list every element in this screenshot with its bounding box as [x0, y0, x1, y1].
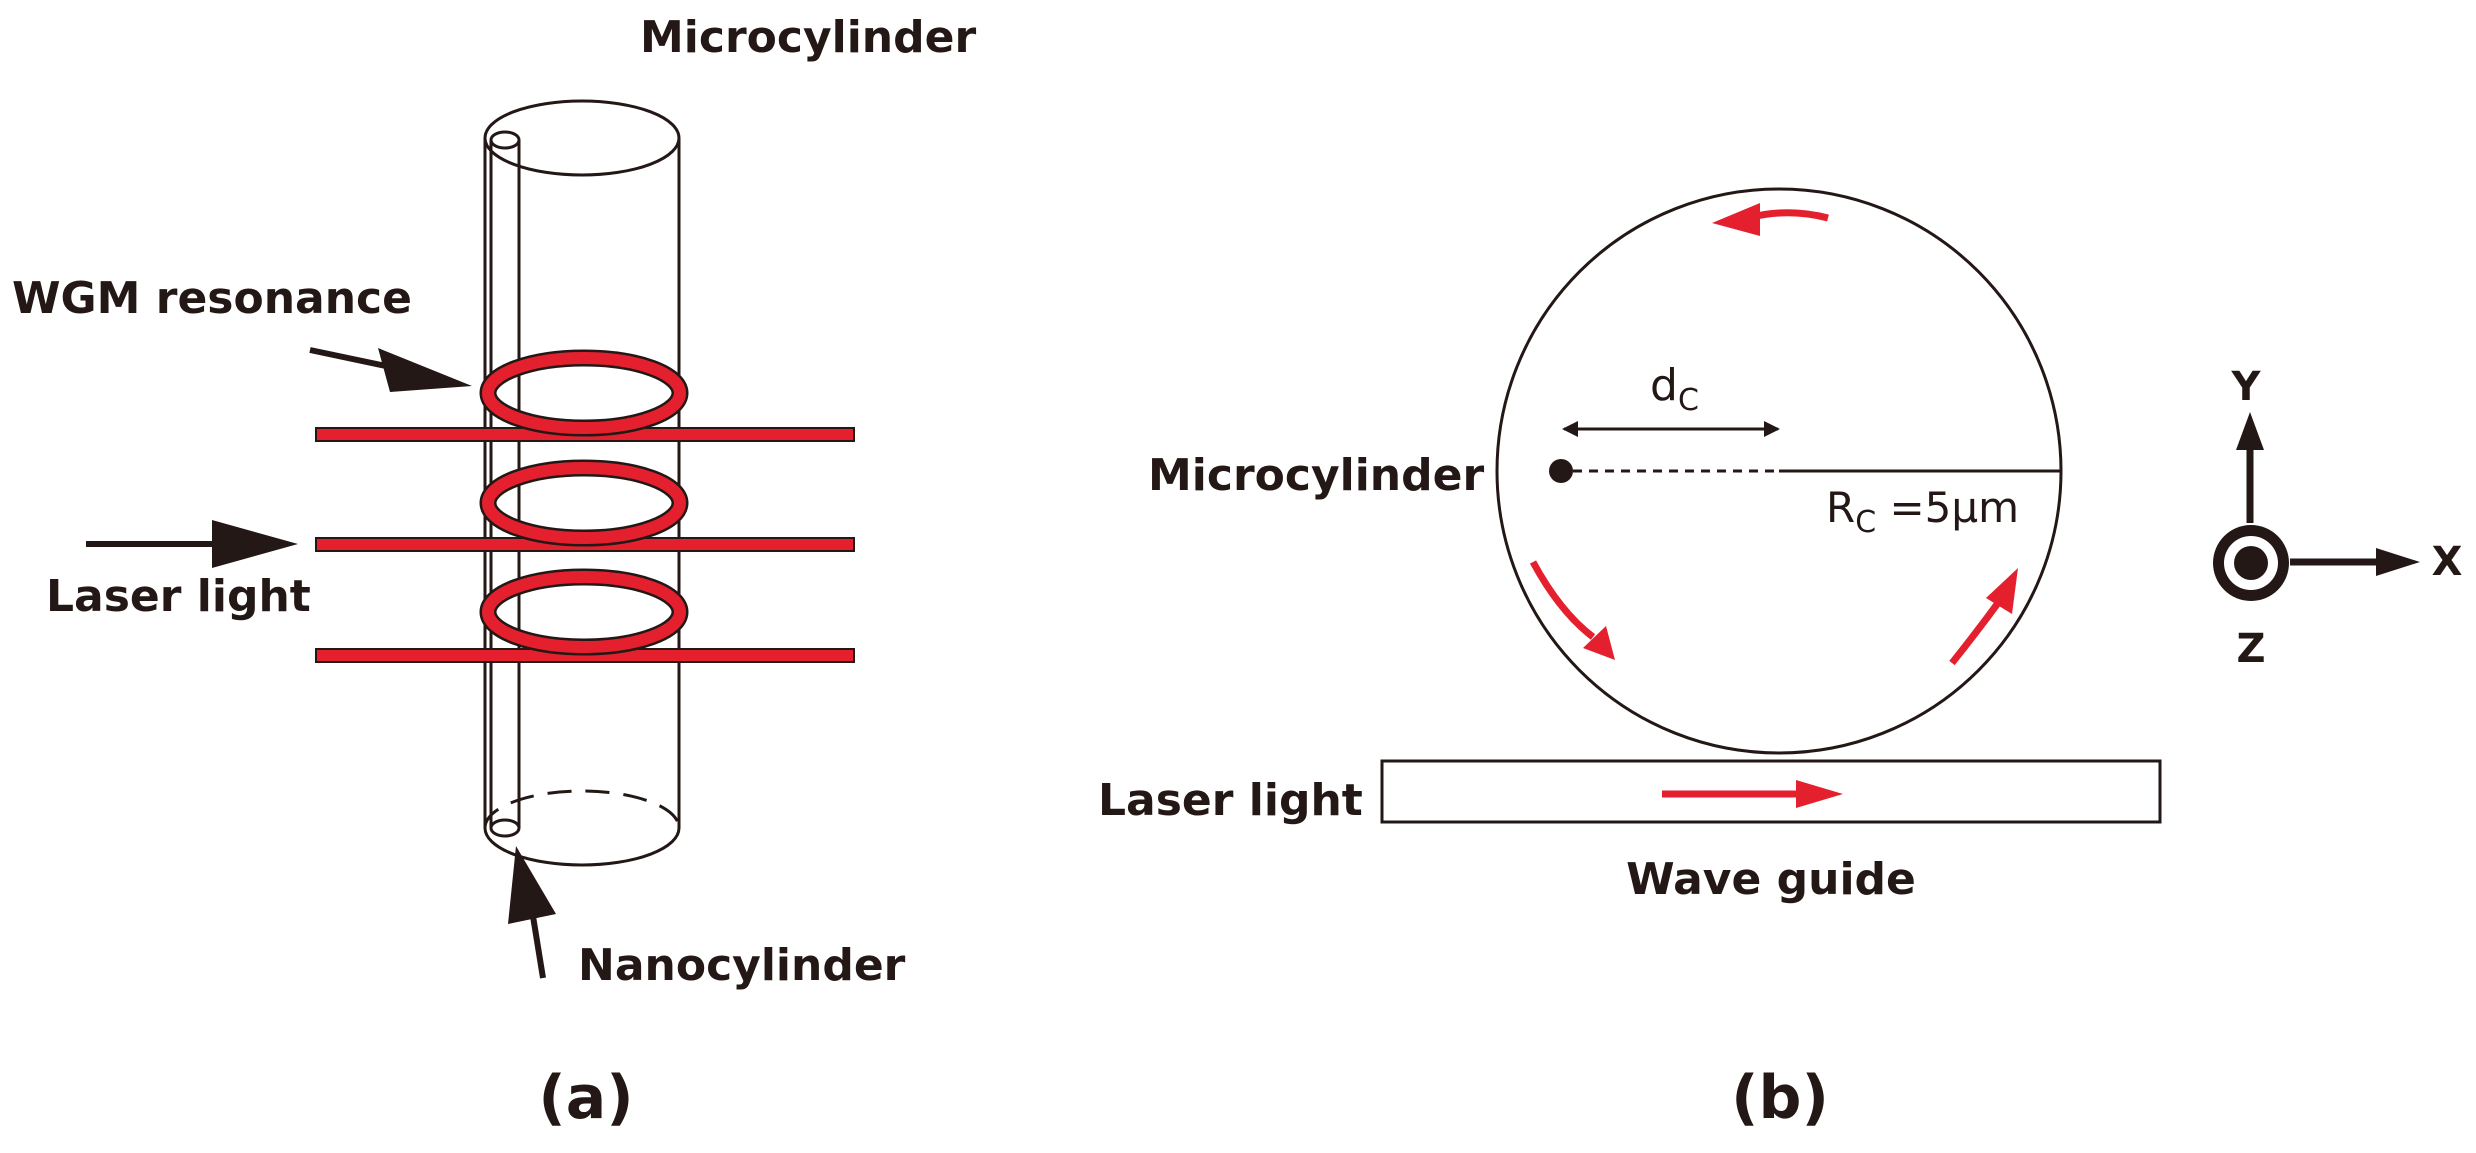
wave-guide	[1380, 759, 2162, 824]
label-microcylinder-b: Microcylinder	[1148, 450, 1484, 501]
wgm-rings	[479, 349, 689, 656]
axis-label-z: Z	[2236, 626, 2265, 672]
wgm-ring-top	[479, 349, 689, 437]
label-distance-dc: dC	[1650, 360, 1699, 418]
label-nanocylinder: Nanocylinder	[578, 940, 906, 991]
arrow-icon-wgm	[309, 347, 472, 392]
axis-label-x: X	[2432, 539, 2463, 585]
arrow-icon-laser	[86, 520, 298, 568]
label-wgm-resonance: WGM resonance	[12, 273, 412, 324]
arrow-icon-nanocylinder	[508, 846, 556, 979]
label-radius-rc: RC =5μm	[1826, 483, 2019, 540]
panel-b: dC RC =5μm	[1098, 187, 2463, 1133]
wgm-ring-bottom	[479, 568, 689, 656]
arrow-icon-y-axis	[2236, 412, 2264, 523]
arrow-icon-circulation-right	[1949, 568, 2018, 666]
out-of-plane-axis-icon	[2213, 525, 2289, 601]
panel-a: Microcylinder WGM resonance Laser light …	[12, 12, 976, 1133]
label-microcylinder-a: Microcylinder	[640, 12, 976, 63]
coordinate-axes: Y X Z	[2213, 364, 2463, 672]
wgm-ring-middle	[479, 459, 689, 547]
caption-b: (b)	[1731, 1063, 1829, 1133]
center-point	[1549, 459, 1573, 483]
label-laser-light-a: Laser light	[46, 571, 311, 622]
arrow-icon-x-axis	[2290, 548, 2420, 576]
axis-label-y: Y	[2231, 364, 2262, 410]
label-laser-light-b: Laser light	[1098, 775, 1363, 826]
arrow-icon-circulation-left	[1529, 560, 1615, 660]
distance-dimension-arrow	[1562, 421, 1780, 437]
arrow-icon-circulation-top	[1712, 203, 1829, 236]
microcylinder-shape	[483, 99, 681, 867]
label-wave-guide: Wave guide	[1626, 854, 1916, 905]
caption-a: (a)	[538, 1063, 633, 1133]
arrow-icon-waveguide	[1662, 780, 1843, 808]
